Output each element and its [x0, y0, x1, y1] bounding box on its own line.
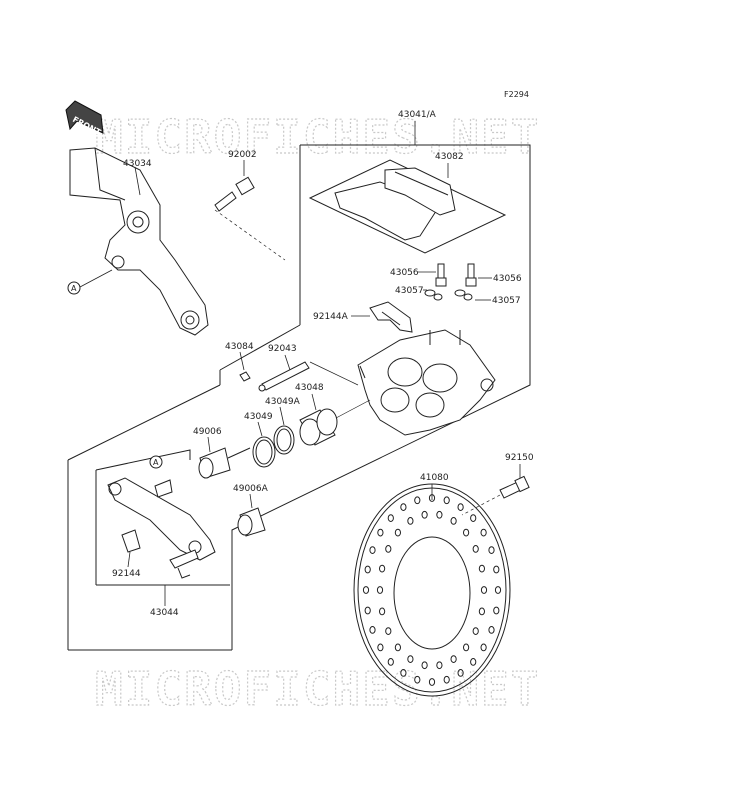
pin-clip-43084	[239, 371, 251, 382]
brake-pads-43082	[308, 159, 507, 254]
pad-spring-92144A	[369, 301, 413, 333]
piston-43048	[299, 408, 338, 446]
disc-hole	[421, 510, 428, 519]
disc-hole	[364, 606, 371, 615]
label-43034: 43034	[123, 159, 152, 169]
bleeder-cap-43057-left	[424, 289, 443, 301]
disc-hole	[494, 586, 502, 594]
label-92002: 92002	[228, 150, 257, 160]
disc-hole	[450, 517, 457, 525]
disc-hole	[379, 607, 386, 616]
disc-hole	[478, 564, 485, 573]
disc-hole	[394, 643, 401, 652]
disc-hole	[493, 606, 500, 615]
boot-49006	[198, 447, 251, 479]
disc-hole	[364, 565, 371, 574]
disc-hole	[377, 643, 384, 652]
disc-hole	[480, 643, 487, 652]
label-92043: 92043	[268, 344, 297, 354]
disc-bolt-92150	[499, 475, 530, 499]
disc-hole	[472, 627, 479, 635]
disc-hole	[488, 626, 495, 634]
disc-hole	[470, 514, 477, 522]
label-43048: 43048	[295, 383, 324, 393]
disc-hole	[472, 545, 479, 553]
disc-hole	[463, 528, 470, 537]
caliper-body	[357, 329, 496, 436]
disc-hole	[414, 675, 421, 684]
disc-hole	[385, 545, 392, 553]
dust-seal-43049	[252, 436, 276, 468]
disc-hole	[414, 496, 421, 505]
disc-hole	[488, 546, 495, 554]
label-43049A: 43049A	[265, 397, 301, 407]
label-49006: 49006	[193, 427, 222, 437]
label-43084: 43084	[225, 342, 254, 352]
disc-hole	[457, 669, 464, 677]
svg-text:A: A	[153, 458, 159, 467]
figure-code: F2294	[504, 90, 529, 99]
bleeder-cap-43057-right	[454, 289, 473, 301]
ref-marker-a-upper: A	[67, 269, 113, 295]
disc-hole	[394, 528, 401, 537]
disc-hole	[369, 626, 376, 634]
disc-hole	[443, 496, 450, 505]
caliper-assembly-outline	[67, 144, 531, 651]
disc-hole	[407, 517, 414, 525]
bleeder-valve-43056-right	[465, 263, 477, 287]
disc-hole	[470, 658, 477, 666]
disc-hole	[385, 627, 392, 635]
disc-hole	[480, 586, 488, 594]
watermark-top: MICROFICHES.NET	[95, 110, 540, 164]
label-92144: 92144	[112, 569, 141, 579]
disc-hole	[400, 503, 407, 511]
disc-hole	[450, 655, 457, 663]
label-43057-left: 43057	[395, 286, 424, 296]
disc-hole	[369, 546, 376, 554]
disc-hole	[407, 655, 414, 663]
watermark-bottom: MICROFICHES.NET	[95, 662, 540, 716]
label-43049: 43049	[244, 412, 273, 422]
brake-disc-41080	[353, 483, 511, 697]
disc-hole	[400, 669, 407, 677]
svg-text:A: A	[71, 284, 77, 293]
disc-hole	[428, 678, 436, 686]
label-49006A: 49006A	[233, 484, 269, 494]
disc-hole	[387, 658, 394, 666]
label-92150: 92150	[505, 453, 534, 463]
disc-hole	[421, 661, 428, 670]
label-92144A: 92144A	[313, 312, 349, 322]
disc-hole	[387, 514, 394, 522]
front-arrow-icon: FRONT	[65, 100, 104, 137]
label-43041A: 43041/A	[398, 110, 437, 120]
disc-hole	[493, 565, 500, 574]
caliper-bracket-43034	[69, 147, 209, 336]
disc-hole	[443, 675, 450, 684]
disc-hole	[436, 510, 443, 519]
disc-hole	[463, 643, 470, 652]
boot-49006A	[237, 507, 266, 537]
disc-hole	[457, 503, 464, 511]
disc-hole	[480, 528, 487, 537]
label-41080: 41080	[420, 473, 449, 483]
caliper-bracket-43044	[95, 449, 230, 586]
label-43057-right: 43057	[492, 296, 521, 306]
label-43082: 43082	[435, 152, 464, 162]
disc-hole	[379, 564, 386, 573]
piston-seal-43049A	[273, 425, 295, 455]
bleeder-valve-43056-left	[435, 263, 447, 287]
label-43056-left: 43056	[390, 268, 419, 278]
label-43056-right: 43056	[493, 274, 522, 284]
pad-pin-92043	[258, 361, 310, 392]
disc-hole	[377, 528, 384, 537]
label-43044: 43044	[150, 608, 179, 618]
disc-hole	[436, 661, 443, 670]
bolt-92002	[214, 176, 255, 212]
disc-hole	[362, 586, 370, 594]
pad-spring-92144	[121, 529, 141, 553]
disc-hole	[478, 607, 485, 616]
disc-hole	[376, 586, 384, 594]
ref-marker-a-lower: A	[149, 455, 163, 469]
